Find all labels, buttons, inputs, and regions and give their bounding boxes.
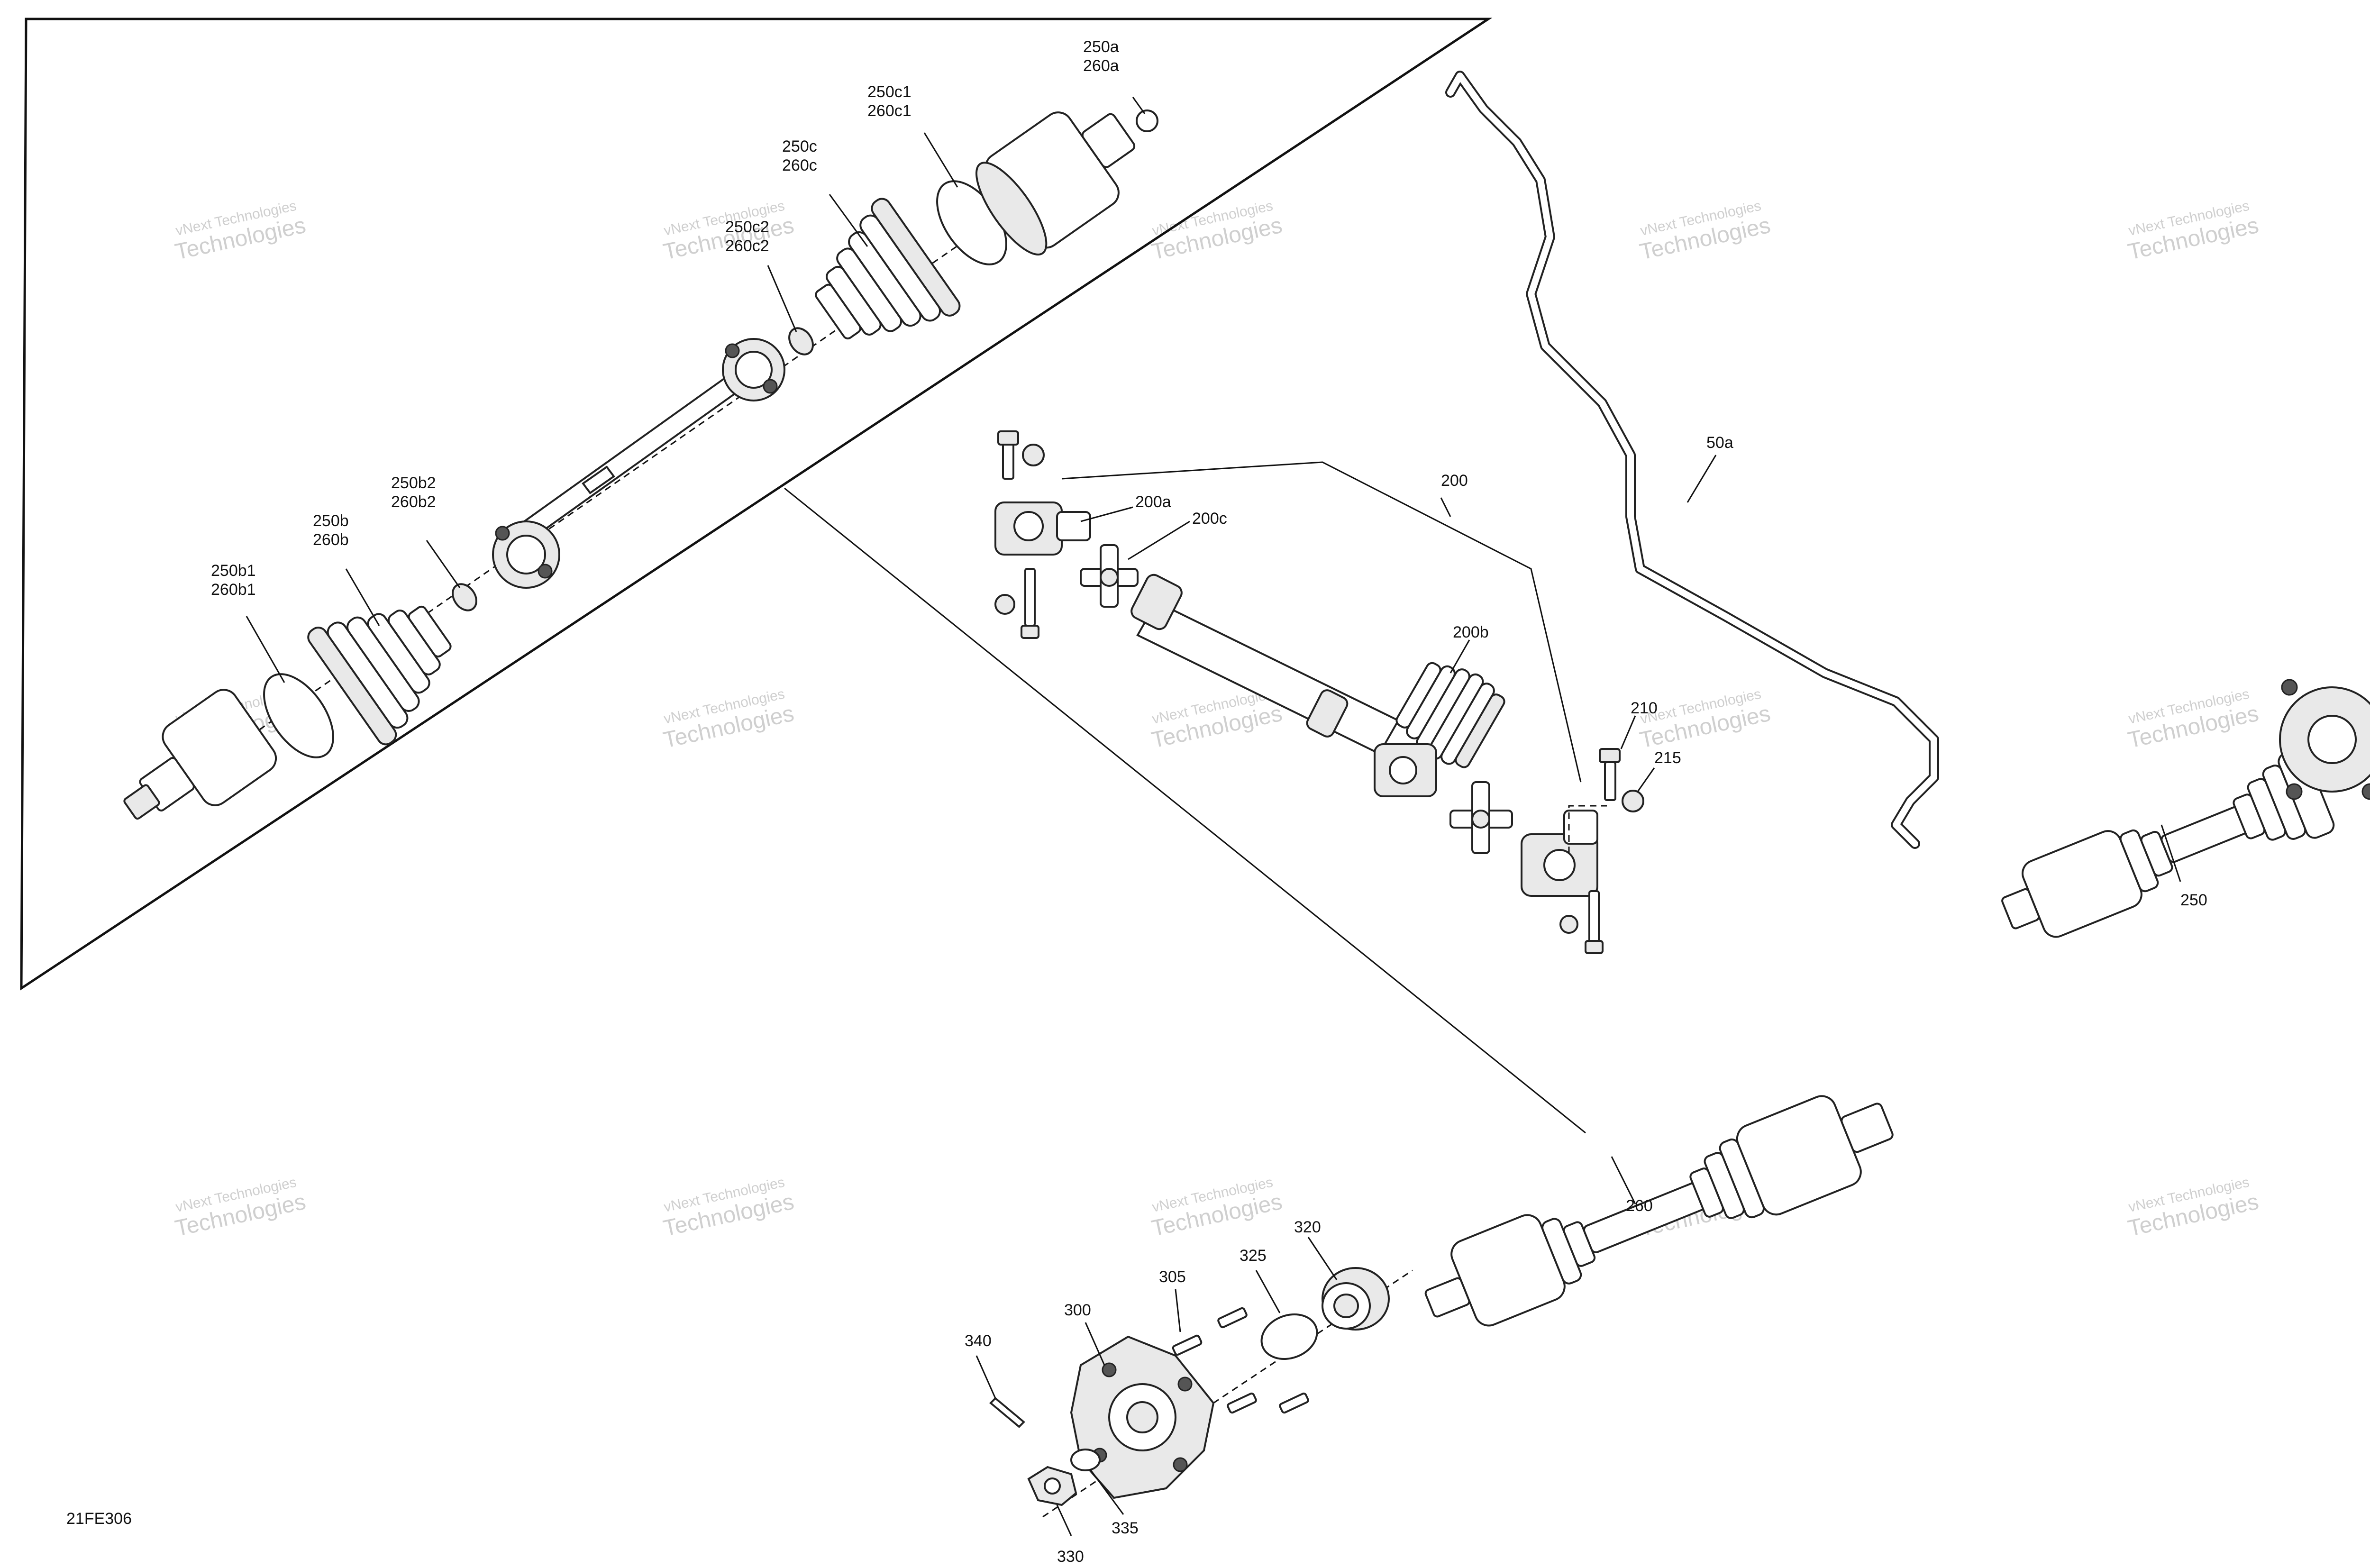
label-330: 330 [1057,1548,1084,1566]
label-250b1: 250b1 [211,562,256,580]
exploded-drive-axle [123,97,1158,820]
inset-divider-line [784,487,1586,1134]
ring-250b1 [263,673,334,758]
shaft-tube [1130,574,1400,755]
bolt-bottom-200a [1021,568,1039,639]
yoke-200a [994,501,1091,556]
label-340: 340 [965,1332,992,1350]
nut-215 [1622,790,1644,812]
bearing-320 [1322,1267,1390,1331]
drive-shaft-260 [1424,1095,1894,1327]
label-260b: 260b [313,531,349,549]
clamp-250b2 [452,583,477,611]
label-260c2: 260c2 [725,237,769,255]
label-250a: 250a [1083,38,1119,56]
cotter-pin-340 [989,1397,1025,1428]
label-215: 215 [1654,749,1681,767]
label-200b: 200b [1453,623,1489,641]
circlip-325 [1260,1313,1318,1360]
washer-335 [1070,1449,1101,1471]
u-joint-cross-lower [1449,781,1513,854]
label-305: 305 [1159,1268,1186,1286]
hub-250 [2279,679,2370,800]
label-250b2: 250b2 [391,474,436,492]
label-200: 200 [1441,472,1468,490]
label-250c2: 250c2 [725,218,769,236]
wheel-hub-group [975,1237,1413,1536]
tripod-joint-inner [492,520,560,589]
bolt-top-200a [997,430,1019,480]
bolt-lower-yoke [1585,890,1604,954]
wheel-studs-305 [1172,1307,1309,1414]
yoke-lower [1521,810,1598,897]
outer-cv-250a [975,111,1136,256]
label-260b2: 260b2 [391,493,436,511]
label-260b1: 260b1 [211,581,256,599]
wheel-hub-300 [1070,1335,1215,1499]
u-joint-cross-200c [1080,544,1139,608]
nut-top-200a [1022,444,1045,466]
label-300: 300 [1064,1301,1091,1319]
label-325: 325 [1240,1247,1267,1265]
boot-250c [815,198,961,340]
boot-250b [307,605,452,746]
label-250c1: 250c1 [867,83,912,101]
boot-200b [1395,662,1505,768]
label-250: 250 [2180,891,2207,909]
label-320: 320 [1294,1218,1321,1236]
label-250b: 250b [313,512,349,530]
label-260: 260 [1626,1197,1653,1215]
bolt-210 [1599,748,1621,801]
castle-nut-330 [1027,1466,1077,1506]
propeller-shaft-200 [994,430,1655,954]
callout-labels: 250a 260a 250c1 260c1 250c 260c 250c2 26… [66,38,2207,1566]
tripod-joint-outer [722,338,785,401]
label-50a: 50a [1706,434,1733,452]
label-260c1: 260c1 [867,102,912,120]
hose-50a [1445,71,1939,849]
drive-shaft-250 [2001,679,2370,938]
label-335: 335 [1112,1519,1139,1537]
nut-bottom-200a [994,594,1015,615]
label-200c: 200c [1192,510,1227,528]
clamp-250c2 [788,327,814,356]
label-260c: 260c [782,156,817,174]
yoke-slip [1374,743,1437,797]
label-200a: 200a [1135,493,1171,511]
inset-frame [20,18,1493,991]
label-250c: 250c [782,137,817,155]
inner-cv-housing [123,689,277,820]
label-260a: 260a [1083,57,1119,75]
circlip-250a [1136,109,1158,132]
label-210: 210 [1631,699,1658,717]
nut-lower-yoke [1559,915,1578,934]
figure-id: 21FE306 [66,1510,132,1528]
